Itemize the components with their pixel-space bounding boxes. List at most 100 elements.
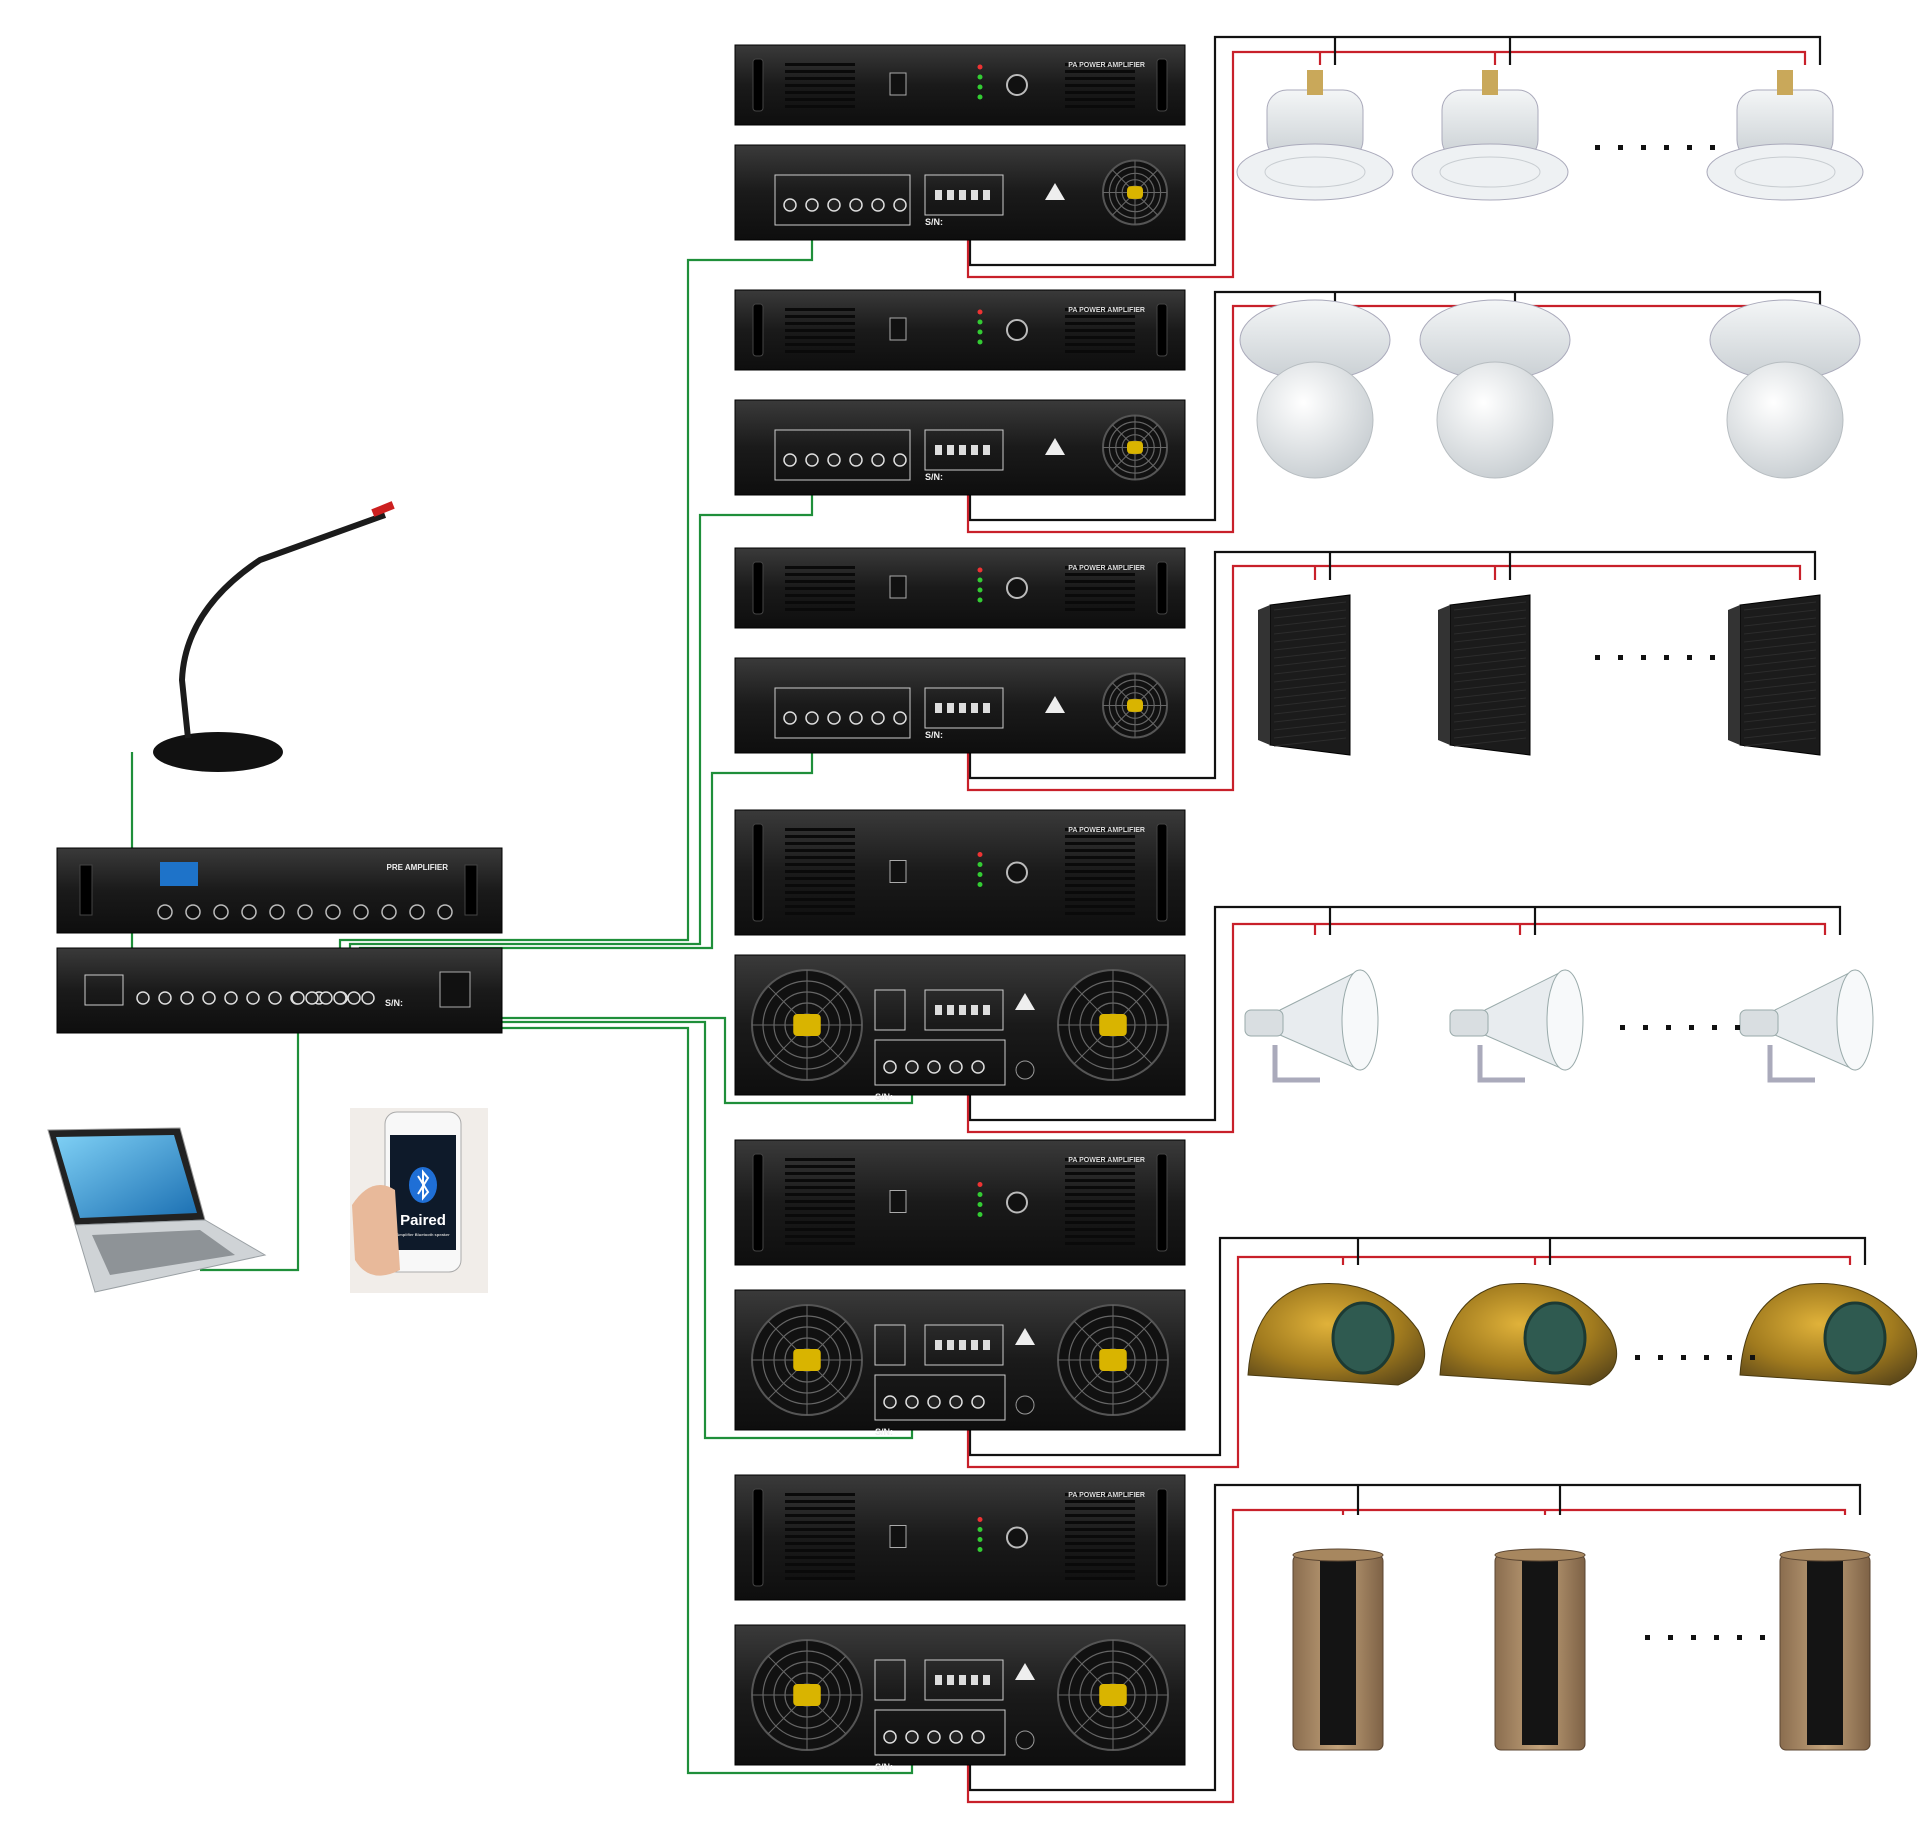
vent-slot <box>785 1200 855 1203</box>
preamp-input-jack <box>180 991 194 1005</box>
input-jack <box>849 453 863 467</box>
vent-slot <box>785 1172 855 1175</box>
speaker-zone-4 <box>1244 969 1874 1083</box>
preamp-output-jack <box>305 991 319 1005</box>
vent-slot <box>785 343 855 346</box>
preamp-input-jack <box>136 991 150 1005</box>
input-panel <box>774 687 911 739</box>
status-led-icon <box>977 64 983 70</box>
power-switch-icon <box>889 575 907 599</box>
rock-speaker-driver <box>1331 1301 1395 1375</box>
vent-slot <box>1065 1193 1135 1196</box>
grille-line <box>1453 625 1527 635</box>
horn-bracket <box>1477 1045 1525 1083</box>
vent-slot <box>1065 308 1135 311</box>
grille-line <box>1273 705 1347 715</box>
serial-label: S/N: <box>875 1427 893 1437</box>
speaker-zone-1 <box>1236 70 1864 201</box>
wall-speaker-side <box>1258 605 1270 745</box>
horn-driver <box>1244 1009 1284 1037</box>
power-inlet <box>1015 1395 1035 1415</box>
status-led-icon <box>977 339 983 345</box>
input-jack <box>883 1060 897 1074</box>
power-inlet <box>1015 1730 1035 1750</box>
grille-line <box>1743 609 1817 619</box>
power-switch-icon <box>889 1525 907 1548</box>
ceiling-speaker-grille <box>1236 143 1394 201</box>
fan-hub-label <box>1127 441 1143 454</box>
grille-line <box>1273 689 1347 699</box>
vent-slot <box>785 91 855 94</box>
terminal-screw <box>947 445 954 455</box>
ellipsis-dot <box>1618 145 1623 150</box>
terminal-block <box>924 429 1004 471</box>
terminal-screw <box>935 1340 942 1350</box>
grille-line <box>1273 641 1347 651</box>
ellipsis-dot <box>1668 1635 1673 1640</box>
preamp-knob-icon <box>241 904 257 920</box>
vent-slot <box>1065 315 1135 318</box>
ellipsis-dot <box>1595 655 1600 660</box>
status-led-icon <box>977 329 983 335</box>
vent-slot <box>785 594 855 597</box>
fan-hub-label <box>793 1014 821 1036</box>
column-speaker-top <box>1779 1548 1871 1562</box>
ellipsis-dot <box>1712 1025 1717 1030</box>
pendant-speaker-dome <box>1726 361 1844 479</box>
grille-line <box>1453 641 1527 651</box>
vent-slot <box>785 1165 855 1168</box>
power-inlet <box>439 971 471 1008</box>
vent-slot <box>1065 891 1135 894</box>
vent-slot <box>1065 98 1135 101</box>
input-jack <box>871 198 885 212</box>
grille-line <box>1743 625 1817 635</box>
preamp-knob-icon <box>185 904 201 920</box>
vent-slot <box>1065 1521 1135 1524</box>
warning-icon <box>1015 1328 1035 1345</box>
preamp-knob-icon <box>381 904 397 920</box>
vent-slot <box>1065 1577 1135 1580</box>
terminal-block <box>924 174 1004 216</box>
status-led-icon <box>977 84 983 90</box>
grille-line <box>1453 681 1527 691</box>
vent-slot <box>1065 84 1135 87</box>
status-led-icon <box>977 1547 983 1552</box>
vent-slot <box>785 842 855 845</box>
bluetooth-glyph <box>417 1169 430 1201</box>
amp-title: PA POWER AMPLIFIER <box>1068 827 1145 834</box>
vent-slot <box>1065 350 1135 353</box>
vent-slot <box>785 863 855 866</box>
terminal-screw <box>959 703 966 713</box>
input-jack <box>783 453 797 467</box>
vent-slot <box>1065 870 1135 873</box>
input-jack <box>883 1395 897 1409</box>
input-jack <box>805 711 819 725</box>
input-jack <box>827 711 841 725</box>
vent-slot <box>785 580 855 583</box>
warning-icon <box>1015 1663 1035 1680</box>
speaker-wire-negative <box>968 1483 1862 1792</box>
vent-slot <box>785 587 855 590</box>
vent-slot <box>785 870 855 873</box>
grille-line <box>1273 713 1347 723</box>
preamp-title: PRE AMPLIFIER <box>387 863 449 872</box>
column-speaker-grille <box>1522 1560 1558 1745</box>
ellipsis-dot <box>1735 1025 1740 1030</box>
status-led-icon <box>977 597 983 603</box>
rack-handle <box>752 303 764 357</box>
grille-line <box>1453 689 1527 699</box>
input-jack <box>805 453 819 467</box>
speaker-wire-positive <box>966 50 1807 279</box>
ceiling-speaker-grille <box>1411 143 1569 201</box>
ellipsis-dot <box>1664 145 1669 150</box>
grille-line <box>1743 705 1817 715</box>
status-led-icon <box>977 852 983 857</box>
column-speaker-grille <box>1320 1560 1356 1745</box>
vent-slot <box>1065 1186 1135 1189</box>
vent-slot <box>785 877 855 880</box>
vent-slot <box>785 1528 855 1531</box>
power-switch-icon <box>889 1190 907 1213</box>
